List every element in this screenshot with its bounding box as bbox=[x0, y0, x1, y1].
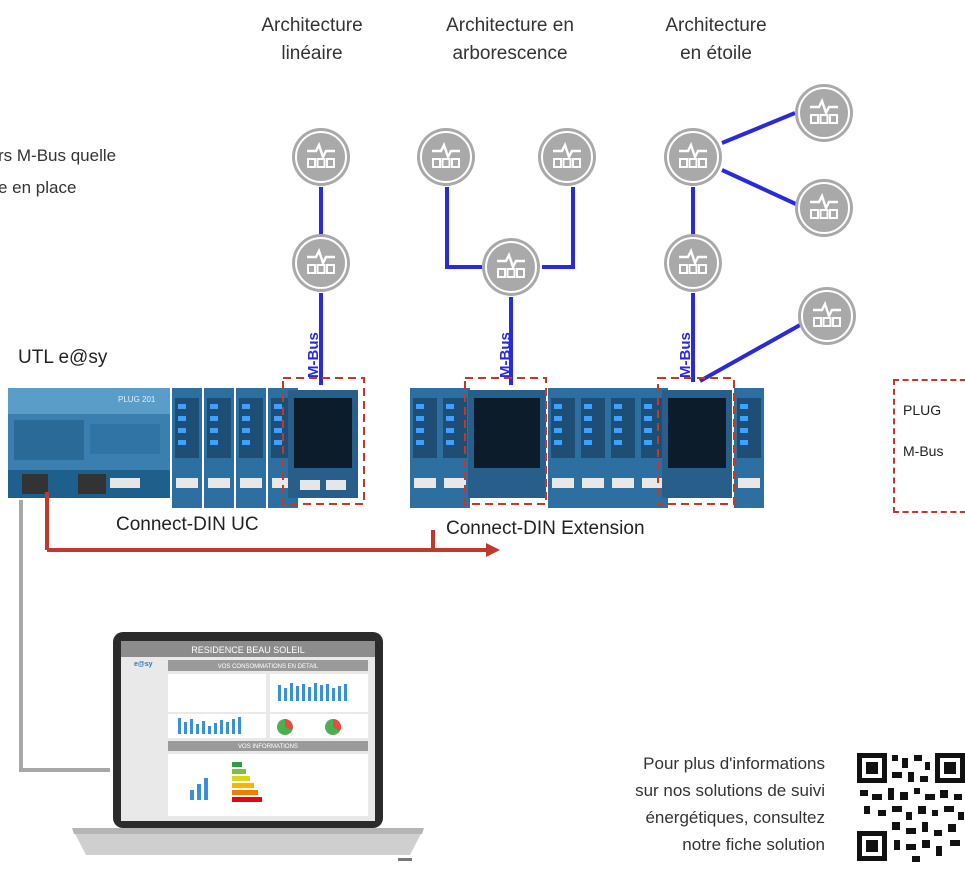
laptop-section2: VOS INFORMATIONS bbox=[238, 744, 298, 750]
meter-icon bbox=[480, 236, 542, 298]
connect-din-extension-label: Connect-DIN Extension bbox=[446, 518, 645, 539]
connect-din-uc-device: PLUG 201 bbox=[8, 388, 358, 508]
laptop-section1: VOS CONSOMMATIONS EN DETAIL bbox=[218, 664, 319, 670]
controller-badge: PLUG 201 bbox=[118, 395, 156, 404]
red-link-arrow bbox=[45, 492, 500, 557]
energy-label bbox=[232, 762, 262, 802]
mbus-logo: M-Bus M-Bus M-Bus bbox=[305, 332, 694, 378]
meter-icon bbox=[793, 82, 855, 144]
legend-plug: PLUG bbox=[903, 402, 942, 418]
meter-icon bbox=[290, 126, 352, 188]
connect-din-uc-label: Connect-DIN UC bbox=[116, 514, 259, 535]
connect-din-extension-device bbox=[410, 388, 764, 508]
meter-icon bbox=[662, 232, 724, 294]
meter-icon bbox=[290, 232, 352, 294]
intro-text: rs M-Bus quelle e en place bbox=[0, 146, 117, 197]
plug-mbus-highlight bbox=[282, 377, 735, 505]
meter-icon bbox=[662, 126, 724, 188]
star-bus-lines bbox=[691, 111, 801, 383]
meter-icon bbox=[793, 177, 855, 239]
laptop-title: RESIDENCE BEAU SOLEIL bbox=[191, 645, 305, 655]
legend-mbus: M-Bus bbox=[903, 443, 944, 459]
meter-icon bbox=[415, 126, 477, 188]
grey-link bbox=[19, 500, 110, 772]
architecture-linear-title: Architecture linéaire bbox=[261, 15, 363, 64]
laptop: RESIDENCE BEAU SOLEIL e@sy VOS CONSOMMAT… bbox=[72, 632, 424, 861]
tree-bus-lines bbox=[445, 187, 575, 385]
plug-mbus-legend-box bbox=[893, 379, 965, 513]
qr-code bbox=[857, 753, 965, 862]
laptop-logo: e@sy bbox=[134, 661, 153, 668]
architecture-tree-title: Architecture en arborescence bbox=[446, 15, 574, 64]
meter-icon bbox=[536, 126, 598, 188]
svg-text:M-Bus: M-Bus bbox=[677, 332, 694, 378]
utl-label: UTL e@sy bbox=[18, 347, 108, 368]
architecture-star-title: Architecture en étoile bbox=[665, 15, 767, 64]
svg-text:M-Bus: M-Bus bbox=[497, 332, 514, 378]
footer-text: Pour plus d'informations sur nos solutio… bbox=[635, 754, 825, 854]
meter-icon bbox=[796, 285, 858, 347]
svg-text:M-Bus: M-Bus bbox=[305, 332, 322, 378]
